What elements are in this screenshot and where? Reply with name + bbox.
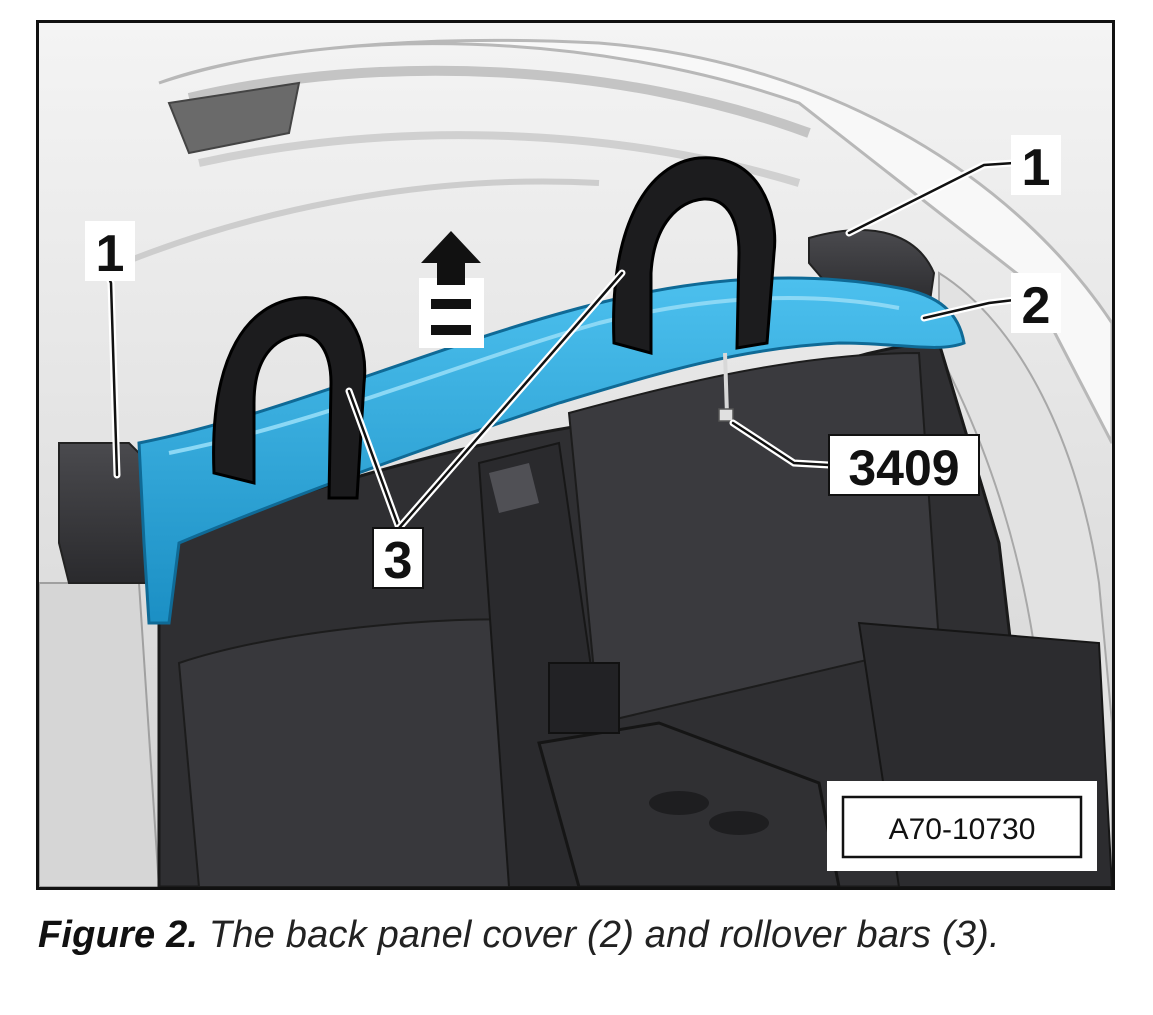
roof-arc-outer (187, 65, 811, 138)
removal-direction-arrow-icon (419, 231, 484, 348)
tool-tip (718, 408, 734, 422)
figure-illustration: 1 1 2 3 3409 A70-10730 (36, 20, 1115, 890)
pass-through-opening (548, 662, 620, 734)
left-trim-callout: 1 (96, 225, 125, 283)
cup-holder-left (649, 791, 709, 815)
back-panel-cover-callout-box (1011, 273, 1061, 333)
reference-code-box (841, 795, 1083, 859)
back-panel-cover (137, 276, 966, 625)
right-trim-callout-box (1011, 135, 1061, 195)
left-rollover-bar (212, 296, 367, 500)
roof-bracket (167, 81, 301, 155)
rear-seat-diagram: 1 1 2 3 3409 A70-10730 (39, 23, 1112, 887)
back-panel-cover-callout: 2 (1022, 277, 1051, 335)
right-trim-callout: 1 (1022, 139, 1051, 197)
callout-leader-lines (105, 159, 1018, 532)
center-latch (489, 463, 539, 513)
rollover-bars-callout: 3 (384, 532, 413, 590)
roof-frame (158, 38, 1112, 444)
figure-caption-label: Figure 2. (38, 914, 199, 956)
left-quarter-panel (39, 582, 161, 887)
tool-callout-box (828, 434, 980, 496)
left-trim-callout-box (85, 221, 135, 281)
tool-shaft (723, 352, 729, 416)
figure-caption-text: The back panel cover (2) and rollover ba… (198, 914, 1000, 956)
right-rollover-bar (612, 156, 777, 355)
tool-callout: 3409 (848, 440, 959, 496)
reference-code: A70-10730 (889, 813, 1036, 846)
cup-holder-right (709, 811, 769, 835)
figure-caption: Figure 2. The back panel cover (2) and r… (38, 914, 1118, 957)
cover-highlight-edge (168, 296, 900, 455)
rollover-bars-callout-box (372, 527, 424, 589)
body-crease (97, 178, 600, 276)
